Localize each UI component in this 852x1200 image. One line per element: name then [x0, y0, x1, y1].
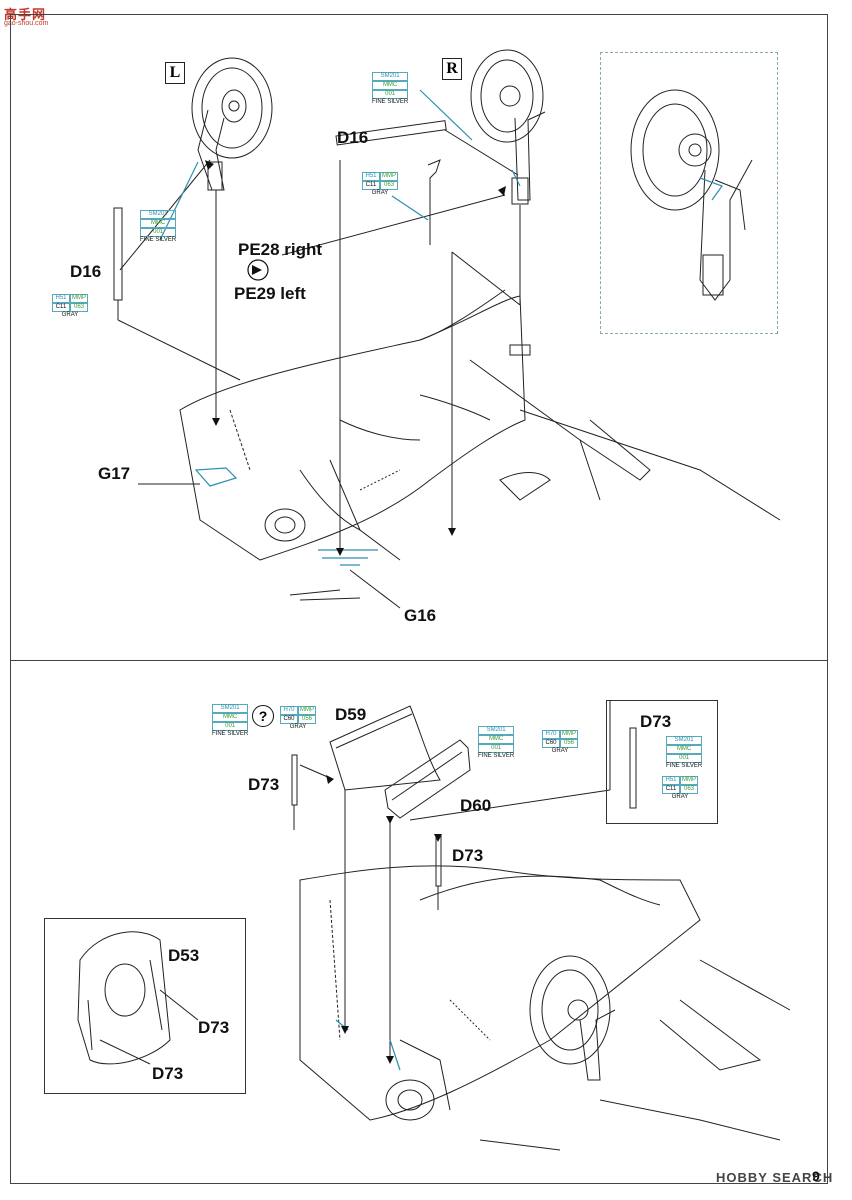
d60-cover: [384, 739, 471, 819]
label-d73-inset-2: D73: [152, 1064, 184, 1083]
page-number: 9: [812, 1168, 820, 1184]
label-d73-inset-1: D73: [198, 1018, 230, 1037]
d53-part: [77, 931, 171, 1065]
watermark-url: gao-shou.com: [4, 20, 49, 27]
label-pe28-right: PE28 right: [238, 240, 323, 259]
d73-detail-box: [606, 700, 718, 824]
paint-callout-silver-b: SM201 MMC 001 FINE SILVER: [478, 726, 515, 759]
label-d53: D53: [168, 946, 200, 965]
d59-panel: [329, 705, 441, 791]
paint-callout-silver-top: SM201 MMC 001 FINE SILVER: [372, 72, 409, 105]
d16-pin-left: [113, 207, 123, 301]
label-d16-left: D16: [70, 262, 102, 281]
d73-pin-mid: [435, 835, 442, 887]
paint-callout-silver-box: SM201 MMC 001 FINE SILVER: [666, 736, 703, 769]
right-wheel-detail-inset: [600, 52, 778, 334]
pe28-part: [427, 159, 441, 245]
label-pe29-left: PE29 left: [234, 284, 306, 303]
d16-rod-right: [335, 120, 447, 146]
step-divider: [10, 660, 828, 661]
right-wheel: [470, 49, 544, 143]
label-d73-left: D73: [248, 775, 280, 794]
label-d59: D59: [335, 705, 367, 724]
label-d73-box: D73: [640, 712, 672, 731]
g17-part: [194, 467, 238, 487]
footer-brand: HOBBY SEARCH: [716, 1170, 834, 1185]
left-wheel: [191, 57, 273, 159]
d73-pin-left: [291, 754, 298, 806]
left-side-marker: L: [165, 62, 185, 84]
label-d16-top: D16: [337, 128, 369, 147]
label-d73-mid: D73: [452, 846, 484, 865]
right-side-marker: R: [442, 58, 462, 80]
d73-pin-box: [629, 727, 637, 809]
label-g17: G17: [98, 464, 131, 483]
page-frame: [10, 14, 828, 1184]
paint-callout-silver-a: SM201 MMC 001 FINE SILVER: [212, 704, 249, 737]
d53-detail-inset: [44, 918, 246, 1094]
label-d60: D60: [460, 796, 492, 815]
optional-question-icon: ?: [252, 705, 274, 727]
label-g16: G16: [404, 606, 437, 625]
paint-callout-silver-left: SM201 MMC 001 FINE SILVER: [140, 210, 177, 243]
